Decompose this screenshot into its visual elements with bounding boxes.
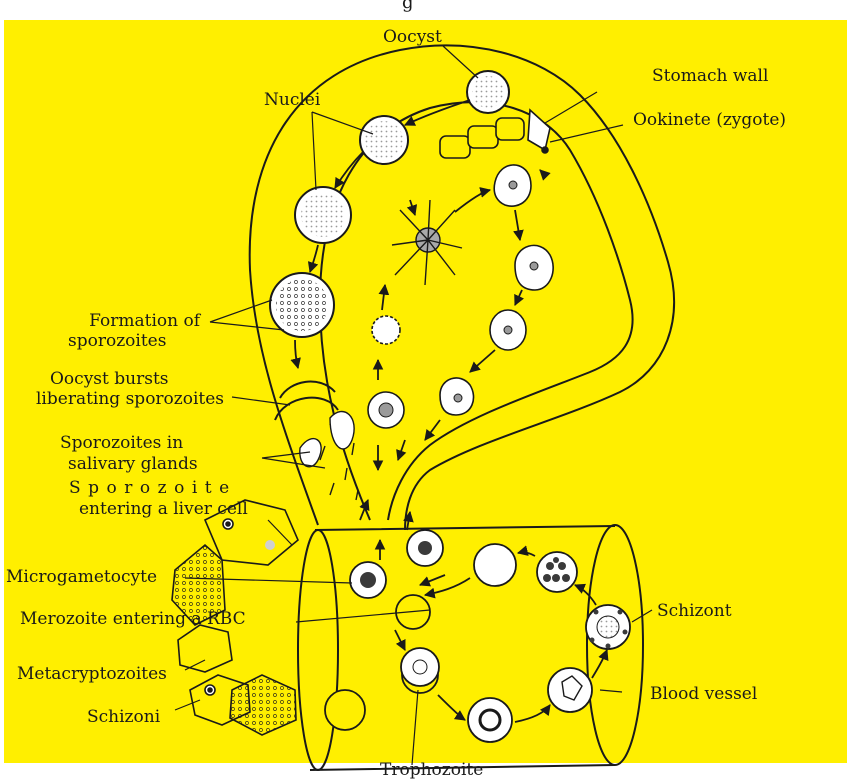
blood-vessel-left-end xyxy=(298,530,338,770)
label-schizoni: Schizoni xyxy=(87,707,160,728)
stomach-wall-cells xyxy=(440,110,550,158)
label-oocyst: Oocyst xyxy=(383,27,442,48)
label-blood-vessel: Blood vessel xyxy=(650,684,757,705)
exflagellation xyxy=(392,200,462,285)
label-microgametocyte: Microgametocyte xyxy=(6,567,157,588)
label-bursts-line2: liberating sporozoites xyxy=(36,389,224,410)
label-liver-line2: entering a liver cell xyxy=(79,499,248,520)
header-fragment: g xyxy=(402,0,414,13)
label-nuclei: Nuclei xyxy=(264,90,320,111)
label-stomach-wall: Stomach wall xyxy=(652,66,768,87)
sporozoite-swarm xyxy=(300,412,358,500)
label-schizont: Schizont xyxy=(657,601,732,622)
label-ookinete: Ookinete (zygote) xyxy=(633,110,786,131)
macrogamete xyxy=(372,316,400,344)
label-formation-line2: sporozoites xyxy=(68,331,166,352)
label-trophozoite: Trophozoite xyxy=(380,760,483,780)
label-formation-line1: Formation of xyxy=(40,311,200,332)
rbc-rupturing xyxy=(474,544,516,586)
label-metacryptozoites: Metacryptozoites xyxy=(17,664,167,685)
rbc-left xyxy=(325,690,365,730)
oocyst-bursting xyxy=(275,382,338,420)
label-salivary-line1: Sporozoites in xyxy=(60,433,183,454)
stomach-inner-wall xyxy=(320,102,633,520)
label-salivary-line2: salivary glands xyxy=(68,454,198,475)
label-liver-line1: Sporozoite xyxy=(69,478,237,499)
label-bursts-line1: Oocyst bursts xyxy=(50,369,169,390)
label-merozoite: Merozoite entering a RBC xyxy=(20,609,246,630)
